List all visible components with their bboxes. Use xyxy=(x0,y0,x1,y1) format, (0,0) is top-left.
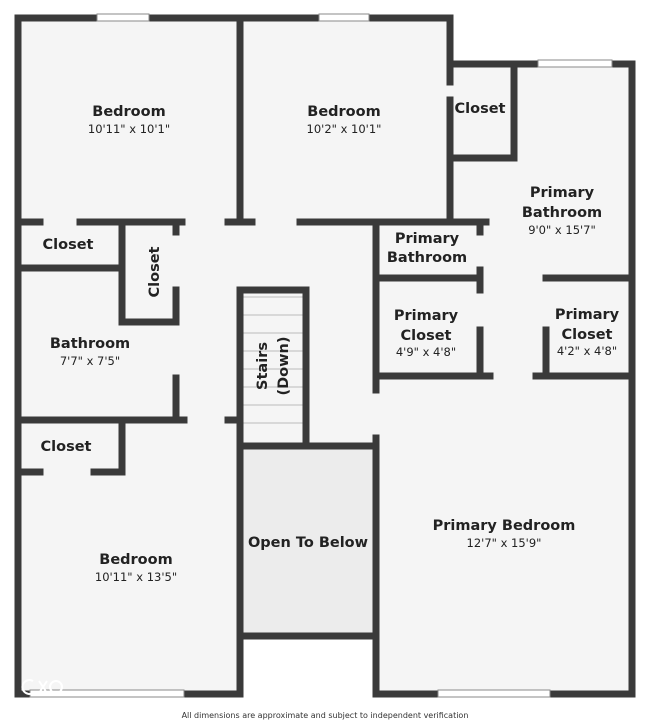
primary-bathroom-small-label-2: Bathroom xyxy=(387,250,467,266)
primary-bathroom-main-label-1: Primary xyxy=(530,185,595,201)
stair-treads xyxy=(243,296,303,424)
primary-closet-w-label-1: Primary xyxy=(394,308,459,324)
stairs-label-2: (Down) xyxy=(276,337,292,396)
bedroom-n-label: Bedroom xyxy=(307,104,380,120)
closet-w-label: Closet xyxy=(43,237,94,253)
room-labels: Bedroom 10'11" x 10'1" Bedroom 10'2" x 1… xyxy=(41,101,620,584)
primary-bathroom-main-dims: 9'0" x 15'7" xyxy=(528,223,596,237)
bedroom-n-dims: 10'2" x 10'1" xyxy=(307,122,382,136)
closet-vertical-label: Closet xyxy=(147,246,163,297)
primary-closet-e-label-2: Closet xyxy=(562,327,613,343)
open-to-below-label: Open To Below xyxy=(248,535,368,551)
open-to-below-area xyxy=(240,446,376,636)
primary-bedroom-dims: 12'7" x 15'9" xyxy=(467,536,542,550)
primary-closet-w-label-2: Closet xyxy=(401,328,452,344)
primary-bathroom-small-label-1: Primary xyxy=(395,231,460,247)
bedroom-nw-label: Bedroom xyxy=(92,104,165,120)
walls xyxy=(14,14,636,698)
bathroom-dims: 7'7" x 7'5" xyxy=(60,354,120,368)
primary-bedroom-label: Primary Bedroom xyxy=(433,518,576,534)
floor-fill xyxy=(18,18,632,694)
bedroom-sw-dims: 10'11" x 13'5" xyxy=(95,570,177,584)
windows xyxy=(29,13,613,698)
closet-ne-label: Closet xyxy=(455,101,506,117)
primary-closet-w-dims: 4'9" x 4'8" xyxy=(396,345,456,359)
bathroom-label: Bathroom xyxy=(50,336,130,352)
primary-closet-e-label-1: Primary xyxy=(555,307,620,323)
primary-closet-e-dims: 4'2" x 4'8" xyxy=(557,344,617,358)
brand-logo-icon xyxy=(21,679,63,695)
bedroom-nw-dims: 10'11" x 10'1" xyxy=(88,122,170,136)
primary-bathroom-main-label-2: Bathroom xyxy=(522,205,602,221)
disclaimer-text: All dimensions are approximate and subje… xyxy=(181,711,469,720)
stairs-label-1: Stairs xyxy=(255,342,271,390)
bedroom-sw-label: Bedroom xyxy=(99,552,172,568)
closet-sw-label: Closet xyxy=(41,439,92,455)
